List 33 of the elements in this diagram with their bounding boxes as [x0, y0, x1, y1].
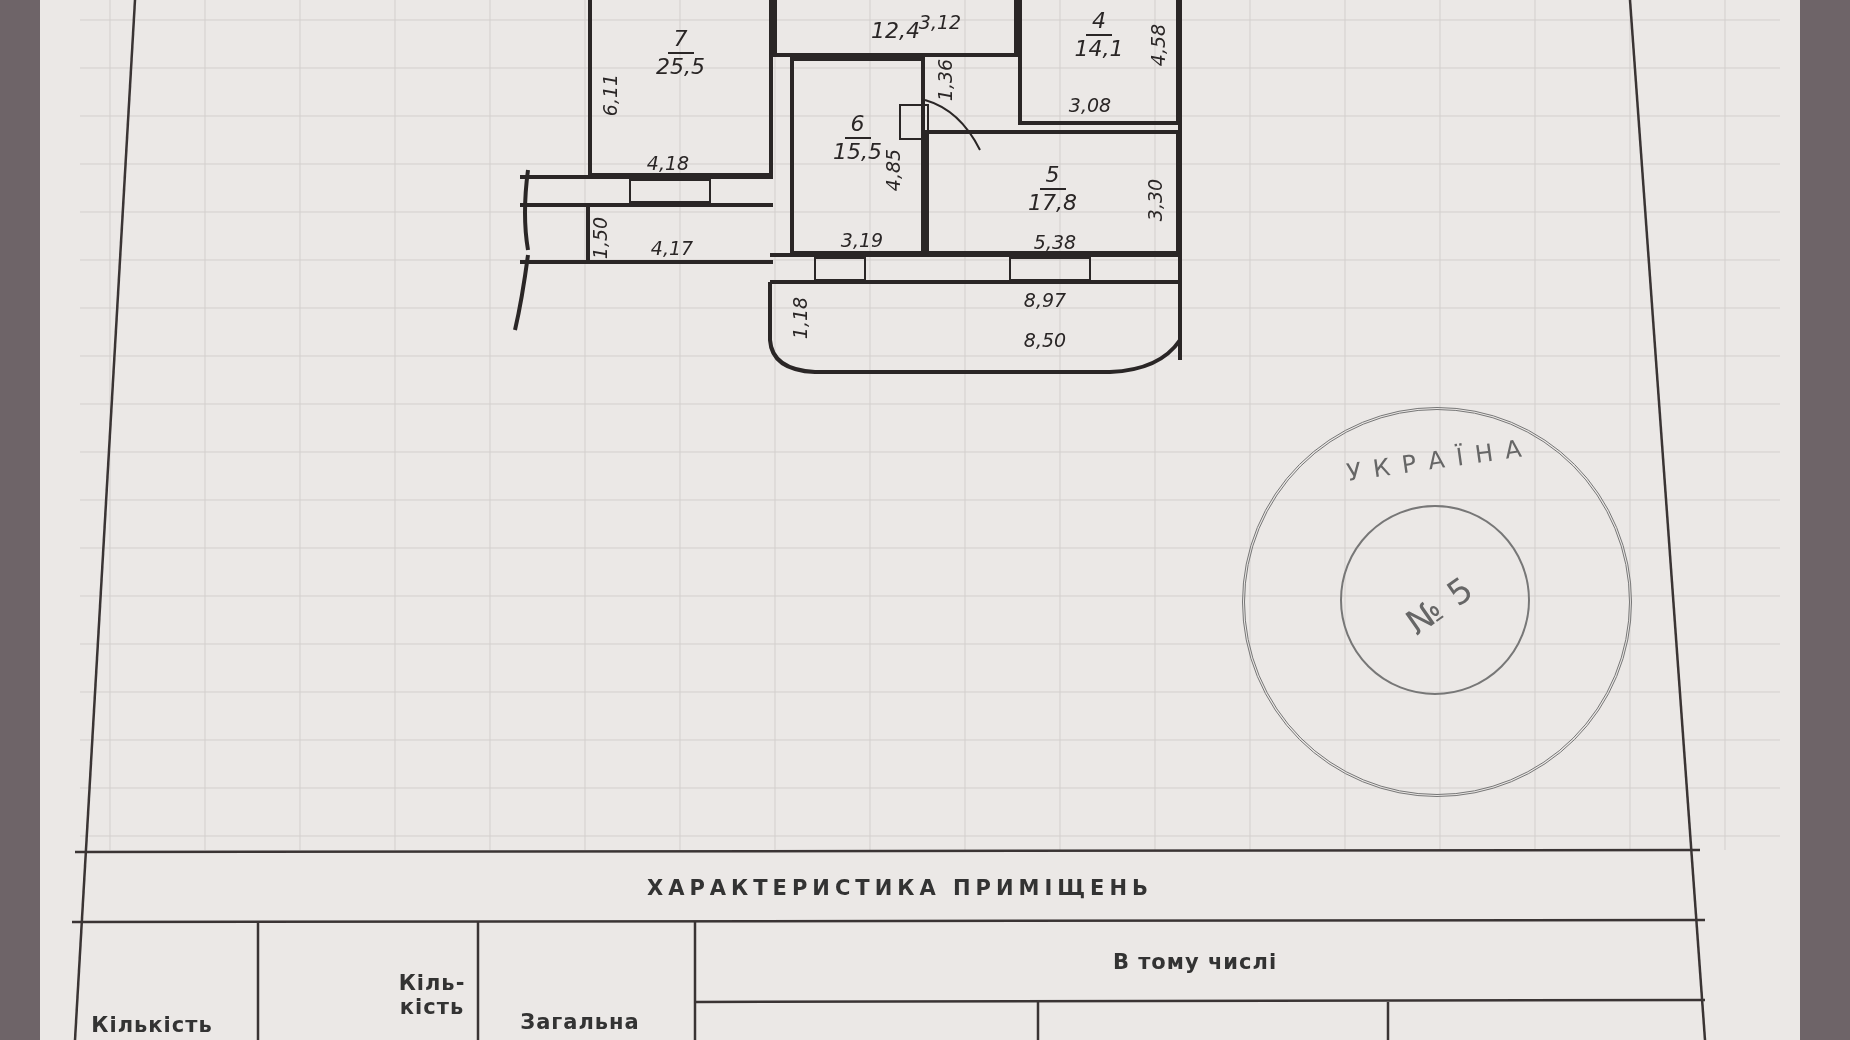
dimension-text: 4,58	[1147, 23, 1169, 67]
room-number: 5	[1039, 162, 1066, 190]
dimension-text: 4,17	[650, 237, 694, 259]
room-area: 17,8	[1022, 190, 1083, 216]
dimension-text: 1,36	[934, 58, 956, 102]
room-outline	[925, 130, 1180, 255]
room-number: 7	[667, 26, 694, 54]
column-header: В тому числі	[1112, 950, 1278, 974]
stamp-number: № 5	[1398, 567, 1482, 643]
dimension-text: 3,08	[1068, 94, 1112, 116]
room-outline	[588, 0, 773, 177]
dimension-text: 8,97	[1023, 289, 1067, 311]
room-outline	[790, 57, 925, 255]
dimension-text: 5,38	[1033, 231, 1077, 253]
dimension-text: 4,85	[882, 148, 904, 192]
column-header: Кіль- кість	[397, 971, 467, 1019]
room-outline	[1018, 0, 1180, 125]
dimension-text: 3,12	[918, 11, 962, 33]
room-area: 14,1	[1068, 36, 1130, 62]
dimension-text: 1,18	[789, 296, 811, 340]
room-number: 6	[844, 111, 871, 139]
dimension-text: 3,30	[1144, 178, 1166, 222]
dimension-text: 1,50	[589, 216, 611, 260]
room-number: 4	[1086, 8, 1112, 36]
dimension-text: 4,18	[646, 152, 690, 174]
dimension-text: 6,11	[599, 73, 621, 117]
dimension-text: 3,19	[840, 229, 884, 251]
room-outline	[773, 0, 1018, 57]
column-header: Кількість	[91, 1013, 213, 1037]
dimension-text: 8,50	[1023, 329, 1067, 351]
table-title: ХАРАКТЕРИСТИКА ПРИМІЩЕНЬ	[647, 876, 1153, 900]
room-area: 25,5	[650, 54, 711, 80]
column-header: Загальна	[520, 1010, 640, 1034]
